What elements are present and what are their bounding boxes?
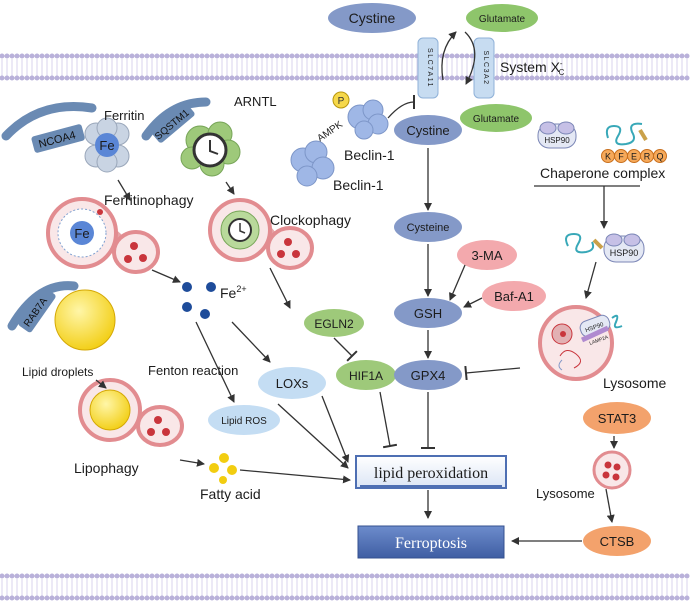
fe2-ions — [182, 282, 216, 319]
beclin1-ampk-group: P AMPK Beclin-1 Beclin-1 — [290, 91, 416, 193]
phosphate-badge — [332, 91, 350, 109]
ctsb-label: CTSB — [600, 534, 635, 549]
sqstm1-tag — [151, 103, 195, 143]
baf-a1-node — [482, 281, 546, 311]
fe2-label: Fe2+ — [220, 284, 247, 301]
cystine-inner-node — [394, 115, 462, 145]
glutamate-outer-label: Glutamate — [479, 14, 526, 25]
gpx4-node — [394, 360, 462, 390]
ncoa4-receptor-arc — [1, 102, 97, 141]
lipid-droplets-label: Lipid droplets — [22, 365, 93, 379]
glutamate-outer-node — [466, 4, 538, 32]
system-xc-transporter: Cystine Glutamate SLC7A11 SLC3A2 System … — [328, 3, 565, 145]
fe-ferritin-label: Fe — [99, 138, 114, 153]
substrate-protein-squiggle — [605, 122, 643, 146]
cystine-outer-node — [328, 3, 416, 33]
cystine-inner-label: Cystine — [406, 123, 449, 138]
slc7a11-label: SLC7A11 — [426, 48, 433, 88]
kferq-letter: F — [618, 152, 624, 162]
lipid-droplet-group: RAB7A Lipid droplets — [7, 281, 116, 379]
fatty-acid-droplets — [209, 453, 237, 484]
ctsb-node — [583, 526, 651, 556]
cysteine-node — [394, 212, 462, 242]
lipid-ros-label: Lipid ROS — [221, 416, 267, 427]
loxs-label: LOXs — [276, 376, 309, 391]
hsp90-label-a: HSP90 — [544, 136, 570, 145]
kferq-letter: K — [605, 152, 611, 162]
arntl-group: SQSTM1 ARNTL — [141, 94, 277, 177]
fatty-acid-label: Fatty acid — [200, 486, 261, 502]
egln2-node — [304, 309, 364, 337]
ferroptosis-box — [357, 525, 505, 559]
phosphate-label: P — [338, 96, 345, 107]
glutamate-inner-node — [460, 104, 532, 132]
sqstm1-receptor-arc — [141, 97, 211, 141]
kferq-bead — [653, 149, 667, 163]
stat3-label: STAT3 — [598, 411, 637, 426]
lysosome-bottom-icon — [592, 450, 632, 490]
glutamate-inner-label: Glutamate — [473, 114, 520, 125]
beclin1-protein-icon-2 — [290, 140, 335, 187]
fe-core — [95, 133, 119, 157]
kferq-letter: E — [631, 152, 637, 162]
hsp90-label-b: HSP90 — [610, 248, 639, 258]
lysosome-bottom-label: Lysosome — [536, 486, 595, 501]
ferritin-label: Ferritin — [104, 108, 144, 123]
clockophagy-label: Clockophagy — [270, 212, 351, 228]
fenton-reaction-label: Fenton reaction — [148, 363, 238, 378]
slc3a2-channel — [473, 37, 495, 99]
gpx4-label: GPX4 — [411, 368, 446, 383]
pathway-edges — [95, 31, 640, 545]
kferq-letter: Q — [656, 152, 663, 162]
lipophagy-organelle — [78, 378, 184, 447]
baf-a1-label: Baf-A1 — [494, 289, 534, 304]
hsp90-protein-icon: HSP90 — [537, 121, 577, 149]
cell-membrane-top — [0, 53, 690, 81]
hif1a-node — [336, 360, 396, 390]
ferritin-protein-icon — [84, 117, 130, 173]
lysosome-right-label: Lysosome — [603, 375, 667, 391]
fe-ferritinophagy-label: Fe — [74, 226, 89, 241]
clockophagy-organelle — [208, 198, 314, 270]
lipophagy-label: Lipophagy — [74, 460, 139, 476]
ferroptosis-label: Ferroptosis — [395, 535, 467, 552]
cystine-outer-label: Cystine — [349, 10, 396, 26]
fe-core-autophagosome — [70, 221, 94, 245]
lipid-droplet-icon — [54, 289, 116, 351]
egln2-label: EGLN2 — [314, 317, 354, 331]
gsh-node — [394, 298, 462, 328]
cysteine-label: Cysteine — [407, 222, 450, 234]
arntl-label: ARNTL — [234, 94, 277, 109]
lysosome-right-icon: HSP90 LAMP2A — [538, 305, 623, 381]
cell-membrane-bottom — [0, 573, 690, 601]
hif1a-label: HIF1A — [349, 369, 383, 383]
three-ma-node — [457, 240, 517, 270]
lipid-ros-node — [208, 405, 280, 435]
loxs-node — [258, 367, 326, 399]
ampk-label: AMPK — [315, 119, 345, 144]
kferq-letter: R — [644, 152, 651, 162]
rab7a-tag — [18, 287, 56, 333]
three-ma-label: 3-MA — [471, 248, 502, 263]
beclin1-label-top: Beclin-1 — [344, 147, 395, 163]
lipid-peroxidation-label: lipid peroxidation — [374, 465, 488, 482]
gsh-label: GSH — [414, 306, 442, 321]
beclin1-label-bottom: Beclin-1 — [333, 177, 384, 193]
stat3-node — [583, 402, 651, 434]
ferritinophagy-organelle: Fe — [46, 197, 160, 274]
ferritin-group: Fe NCOA4 Ferritin — [1, 102, 144, 173]
chaperone-complex-label: Chaperone complex — [540, 165, 665, 181]
beclin1-inhibit-slc7a11 — [387, 94, 416, 119]
slc3a2-label: SLC3A2 — [482, 50, 489, 85]
hsp90-substrate-bound: HSP90 — [565, 232, 645, 263]
system-xc-label: System X-C — [500, 59, 565, 77]
ferritinophagy-label: Ferritinophagy — [104, 192, 194, 208]
beclin1-protein-icon — [347, 99, 389, 140]
slc7a11-channel — [417, 37, 439, 99]
ncoa4-tag — [31, 124, 85, 153]
